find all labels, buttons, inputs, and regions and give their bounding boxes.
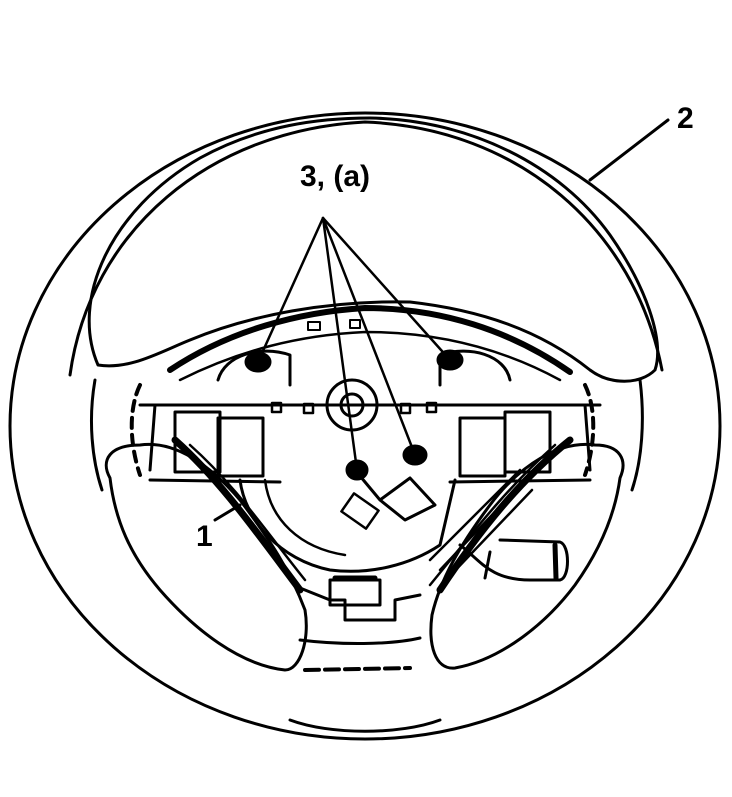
callout-label-3a: 3, (a) <box>300 160 371 193</box>
callout-2-leader <box>588 118 670 182</box>
upper-opening <box>87 116 660 383</box>
left-dashed-edge <box>129 383 142 477</box>
control-stalk <box>428 468 569 582</box>
bottom-arc <box>288 718 442 733</box>
lower-right-opening <box>429 442 625 670</box>
right-dashed-edge <box>583 383 596 477</box>
callout-1-leader <box>213 503 242 522</box>
steering-wheel-rim <box>8 111 722 741</box>
callout-label-1: 1 <box>196 520 213 553</box>
rim-inner-right <box>630 378 644 492</box>
rim-inner-left <box>89 378 104 492</box>
lower-left-opening <box>104 442 308 672</box>
callout-3a-leaders <box>256 216 452 472</box>
callout-label-2: 2 <box>677 102 694 135</box>
